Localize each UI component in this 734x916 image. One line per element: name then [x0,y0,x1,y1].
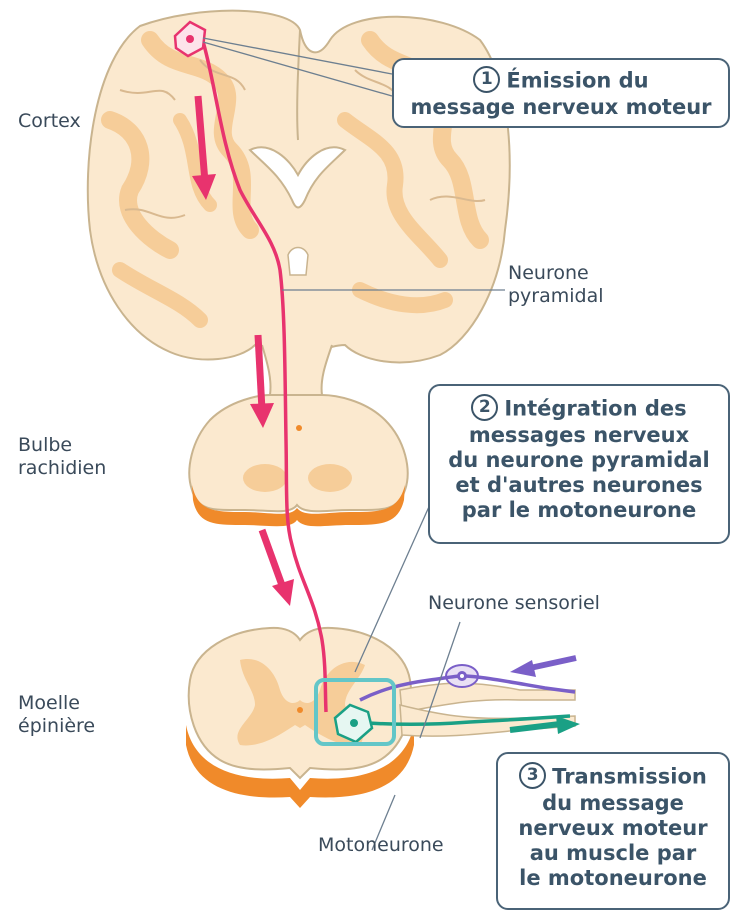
label-moelle-line1: Moelle [18,692,80,714]
label-bulbe-line1: Bulbe [18,434,72,456]
callout-2-number: 2 [471,394,498,421]
callout-3-number: 3 [519,762,546,789]
callout-1-text1: Émission du [506,69,648,93]
label-neurone-pyramidal-line1: Neurone [508,262,589,284]
callout-1-number: 1 [473,66,500,93]
callout-3-line2: du message [498,791,728,816]
label-bulbe-line2: rachidien [18,457,106,479]
callout-2-line2: messages nerveux [430,423,728,448]
callout-1-line2: message nerveux moteur [394,95,728,120]
label-bulbe-rachidien: Bulbe rachidien [18,434,106,480]
medulla-section [189,395,407,526]
callout-3-line5: le motoneurone [498,866,728,891]
callout-3-text1: Transmission [552,765,707,789]
callout-3-line3: nerveux moteur [498,816,728,841]
label-motoneurone: Motoneurone [318,834,444,857]
callout-2-line3: du neurone pyramidal [430,448,728,473]
callout-2-line4: et d'autres neurones [430,473,728,498]
label-moelle-epiniere: Moelle épinière [18,692,95,738]
callout-2-line5: par le motoneurone [430,498,728,523]
label-neurone-pyramidal-line2: pyramidal [508,285,604,307]
label-neurone-pyramidal: Neurone pyramidal [508,262,604,308]
label-moelle-line2: épinière [18,715,95,737]
label-cortex: Cortex [18,110,81,133]
callout-2-text1: Intégration des [504,397,686,421]
callout-3-line4: au muscle par [498,841,728,866]
label-neurone-sensoriel: Neurone sensoriel [428,592,600,615]
